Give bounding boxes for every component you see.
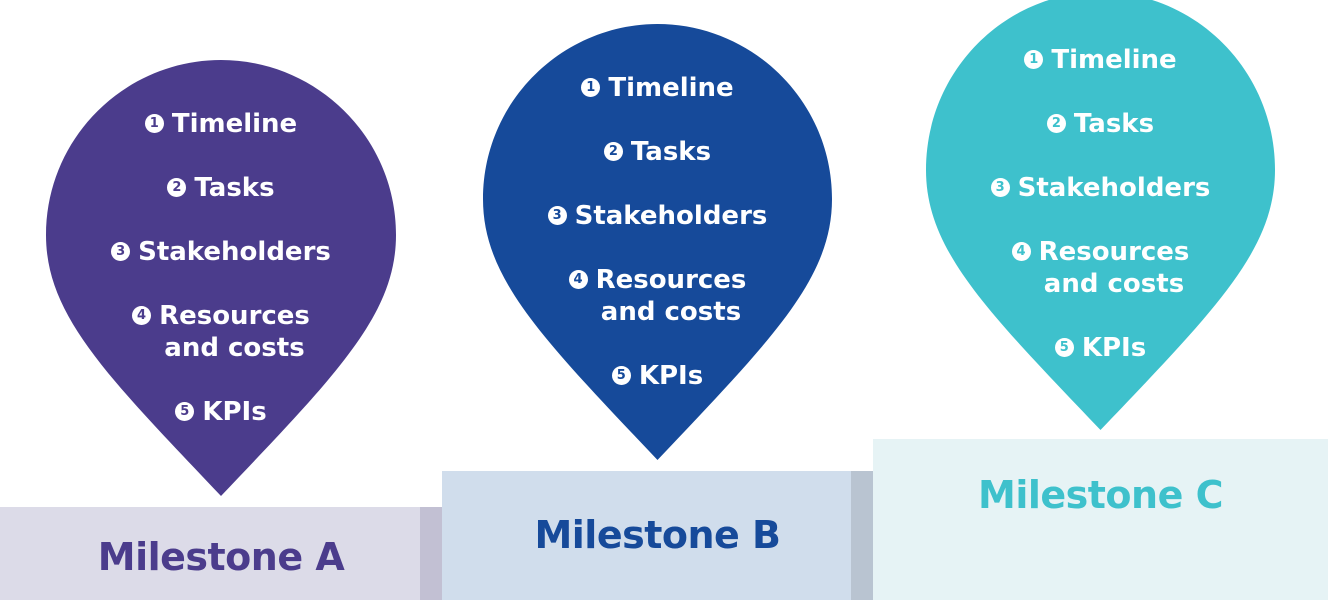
milestone-a-item-1: 1 Timeline [46,108,396,140]
item-text: Tasks [1073,109,1155,139]
pin-a-shape [46,60,396,496]
number-2-icon: 2 [1046,114,1066,133]
number-4-icon: 4 [568,270,588,289]
milestone-a-item-4: 4 Resources and costs [46,300,396,364]
number-3-icon: 3 [547,206,567,225]
podium-block-b: Milestone B [442,471,873,600]
item-text: Resources and costs [159,301,310,363]
item-text: Stakeholders [1017,173,1211,203]
milestone-b-item-3: 3 Stakeholders [483,200,832,232]
podium-block-c: Milestone C [873,439,1328,600]
milestone-a-item-3: 3 Stakeholders [46,236,396,268]
milestone-c-item-2: 2 Tasks [926,108,1275,140]
podium-block-b-side [851,471,873,600]
item-text: Tasks [194,173,275,203]
milestone-c-pin: 1 Timeline 2 Tasks 3 Stakeholders 4 Reso… [926,0,1275,430]
item-text: Stakeholders [574,201,768,231]
number-1-icon: 1 [1024,50,1044,69]
milestone-b-item-1: 1 Timeline [483,72,832,104]
number-3-icon: 3 [111,242,131,261]
milestone-c-item-1: 1 Timeline [926,44,1275,76]
item-text: KPIs [638,361,704,391]
milestone-a-item-5: 5 KPIs [46,396,396,428]
number-4-icon: 4 [132,306,152,325]
milestone-c-item-4: 4 Resources and costs [926,236,1275,300]
item-text: Stakeholders [138,237,331,267]
milestone-b-label: Milestone B [534,513,781,557]
milestone-b-items: 1 Timeline 2 Tasks 3 Stakeholders 4 Reso… [483,72,832,392]
milestone-a-items: 1 Timeline 2 Tasks 3 Stakeholders 4 Reso… [46,108,396,428]
number-5-icon: 5 [175,402,195,421]
milestone-a-label: Milestone A [97,535,345,579]
number-4-icon: 4 [1011,242,1031,261]
milestone-c-items: 1 Timeline 2 Tasks 3 Stakeholders 4 Reso… [926,44,1275,364]
milestone-a-item-2: 2 Tasks [46,172,396,204]
item-text: Resources and costs [1038,237,1190,299]
pin-b-shape [483,24,832,460]
item-text: Timeline [171,109,298,139]
number-1-icon: 1 [581,78,601,97]
number-3-icon: 3 [990,178,1010,197]
item-text: KPIs [1081,333,1147,363]
podium-block-a-side [420,507,442,600]
milestone-c-item-3: 3 Stakeholders [926,172,1275,204]
number-2-icon: 2 [167,178,187,197]
number-1-icon: 1 [144,114,164,133]
item-text: Resources and costs [595,265,747,327]
item-text: Timeline [608,73,734,103]
podium-block-a: Milestone A [0,507,442,600]
milestone-b-pin: 1 Timeline 2 Tasks 3 Stakeholders 4 Reso… [483,24,832,460]
number-2-icon: 2 [603,142,623,161]
item-text: Timeline [1051,45,1177,75]
number-5-icon: 5 [1054,338,1074,357]
milestone-b-item-4: 4 Resources and costs [483,264,832,328]
milestone-b-item-5: 5 KPIs [483,360,832,392]
pin-c-shape [926,0,1275,430]
milestone-c-label: Milestone C [978,473,1223,517]
item-text: Tasks [630,137,712,167]
milestone-c-item-5: 5 KPIs [926,332,1275,364]
item-text: KPIs [202,397,267,427]
milestone-b-item-2: 2 Tasks [483,136,832,168]
milestone-a-pin: 1 Timeline 2 Tasks 3 Stakeholders 4 Reso… [46,60,396,496]
number-5-icon: 5 [611,366,631,385]
